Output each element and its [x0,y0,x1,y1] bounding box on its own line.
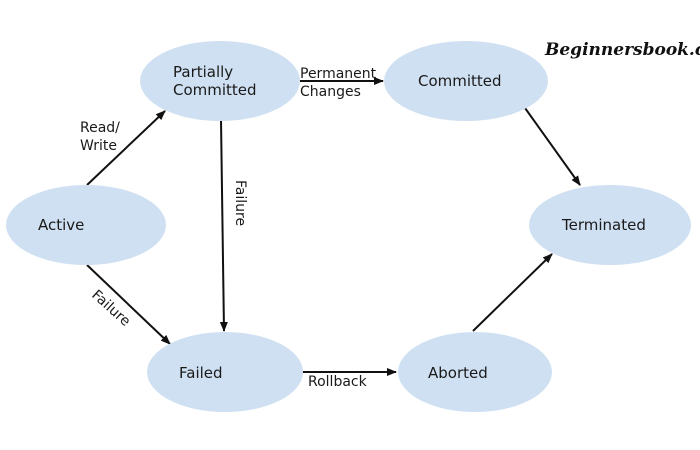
watermark: Beginnersbook.com [544,40,700,60]
state-terminated: Terminated [529,185,691,265]
state-label: Aborted [428,364,488,382]
state-label: Failed [179,364,223,382]
edge-active-to-partially-committed [86,110,166,186]
state-ellipse [384,41,548,121]
state-aborted: Aborted [398,332,552,412]
state-partially-committed: Partially Committed [140,41,300,121]
state-ellipse [398,332,552,412]
arrow-line [472,253,553,332]
arrow-line [86,110,166,186]
state-label-line1: Partially [173,63,233,81]
state-label: Active [38,216,84,234]
state-ellipse [140,41,300,121]
edge-label-permanent-changes-line1: Permanent [300,66,377,82]
state-label: Terminated [561,216,646,234]
state-failed: Failed [147,332,303,412]
edge-label-permanent-changes-line2: Changes [300,84,361,100]
state-active: Active [6,185,166,265]
state-label-line2: Committed [173,81,257,99]
state-ellipse [147,332,303,412]
state-committed: Committed [384,41,548,121]
edge-label-failure-diagonal: Failure [88,287,133,330]
arrow-line [219,119,228,332]
edge-label-failure-vertical: Failure [232,180,248,226]
arrow-line [86,264,171,345]
arrow-line [524,107,581,186]
state-ellipse [6,185,166,265]
edge-partially-committed-to-failed [219,119,228,332]
edge-aborted-to-terminated [472,253,553,332]
state-label: Committed [418,72,502,90]
edge-committed-to-terminated [524,107,581,186]
state-ellipse [529,185,691,265]
edge-label-read-write-line2: Write [80,138,117,154]
edge-label-read-write-line1: Read/ [80,120,120,136]
edge-active-to-failed [86,264,171,345]
edge-label-rollback: Rollback [308,374,368,390]
